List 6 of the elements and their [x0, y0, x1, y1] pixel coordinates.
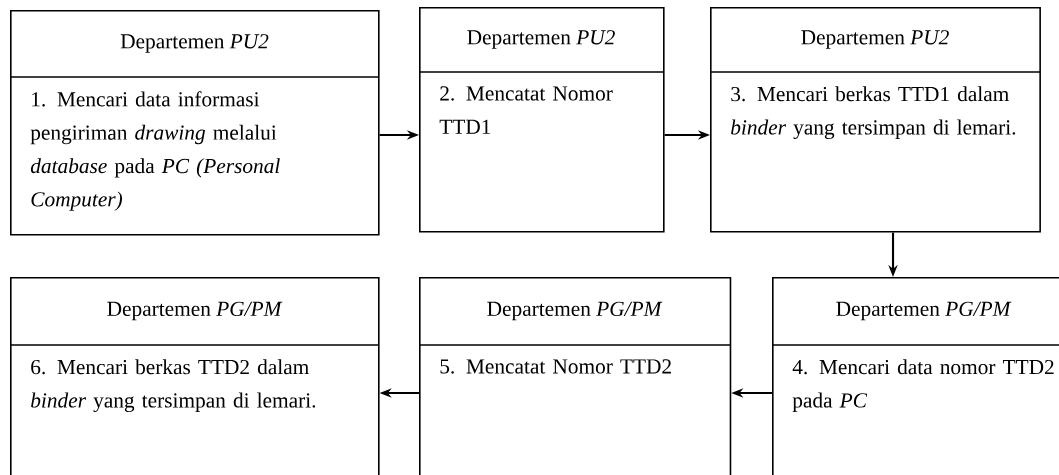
process-box: Departemen PG/PM 6. Mencari berkas TTD2 dalam binder yang tersimpan di lemari.	[9, 277, 380, 475]
process-box: Departemen PU2 3. Mencari berkas TTD1 dalam binder yang tersimpan di lemari.	[709, 7, 1041, 233]
process-box: Departemen PG/PM 5. Mencatat Nomor TTD2	[418, 277, 732, 475]
process-box: Departemen PU2 1. Mencari data informasi pengiriman drawing melalui database pada PC (Personal Computer)	[9, 10, 380, 236]
process-box: Departemen PU2 2. Mencatat Nomor TTD1	[418, 7, 665, 233]
process-box: Departemen PG/PM 4. Mencari data nomor TTD2 pada PC	[771, 277, 1059, 475]
